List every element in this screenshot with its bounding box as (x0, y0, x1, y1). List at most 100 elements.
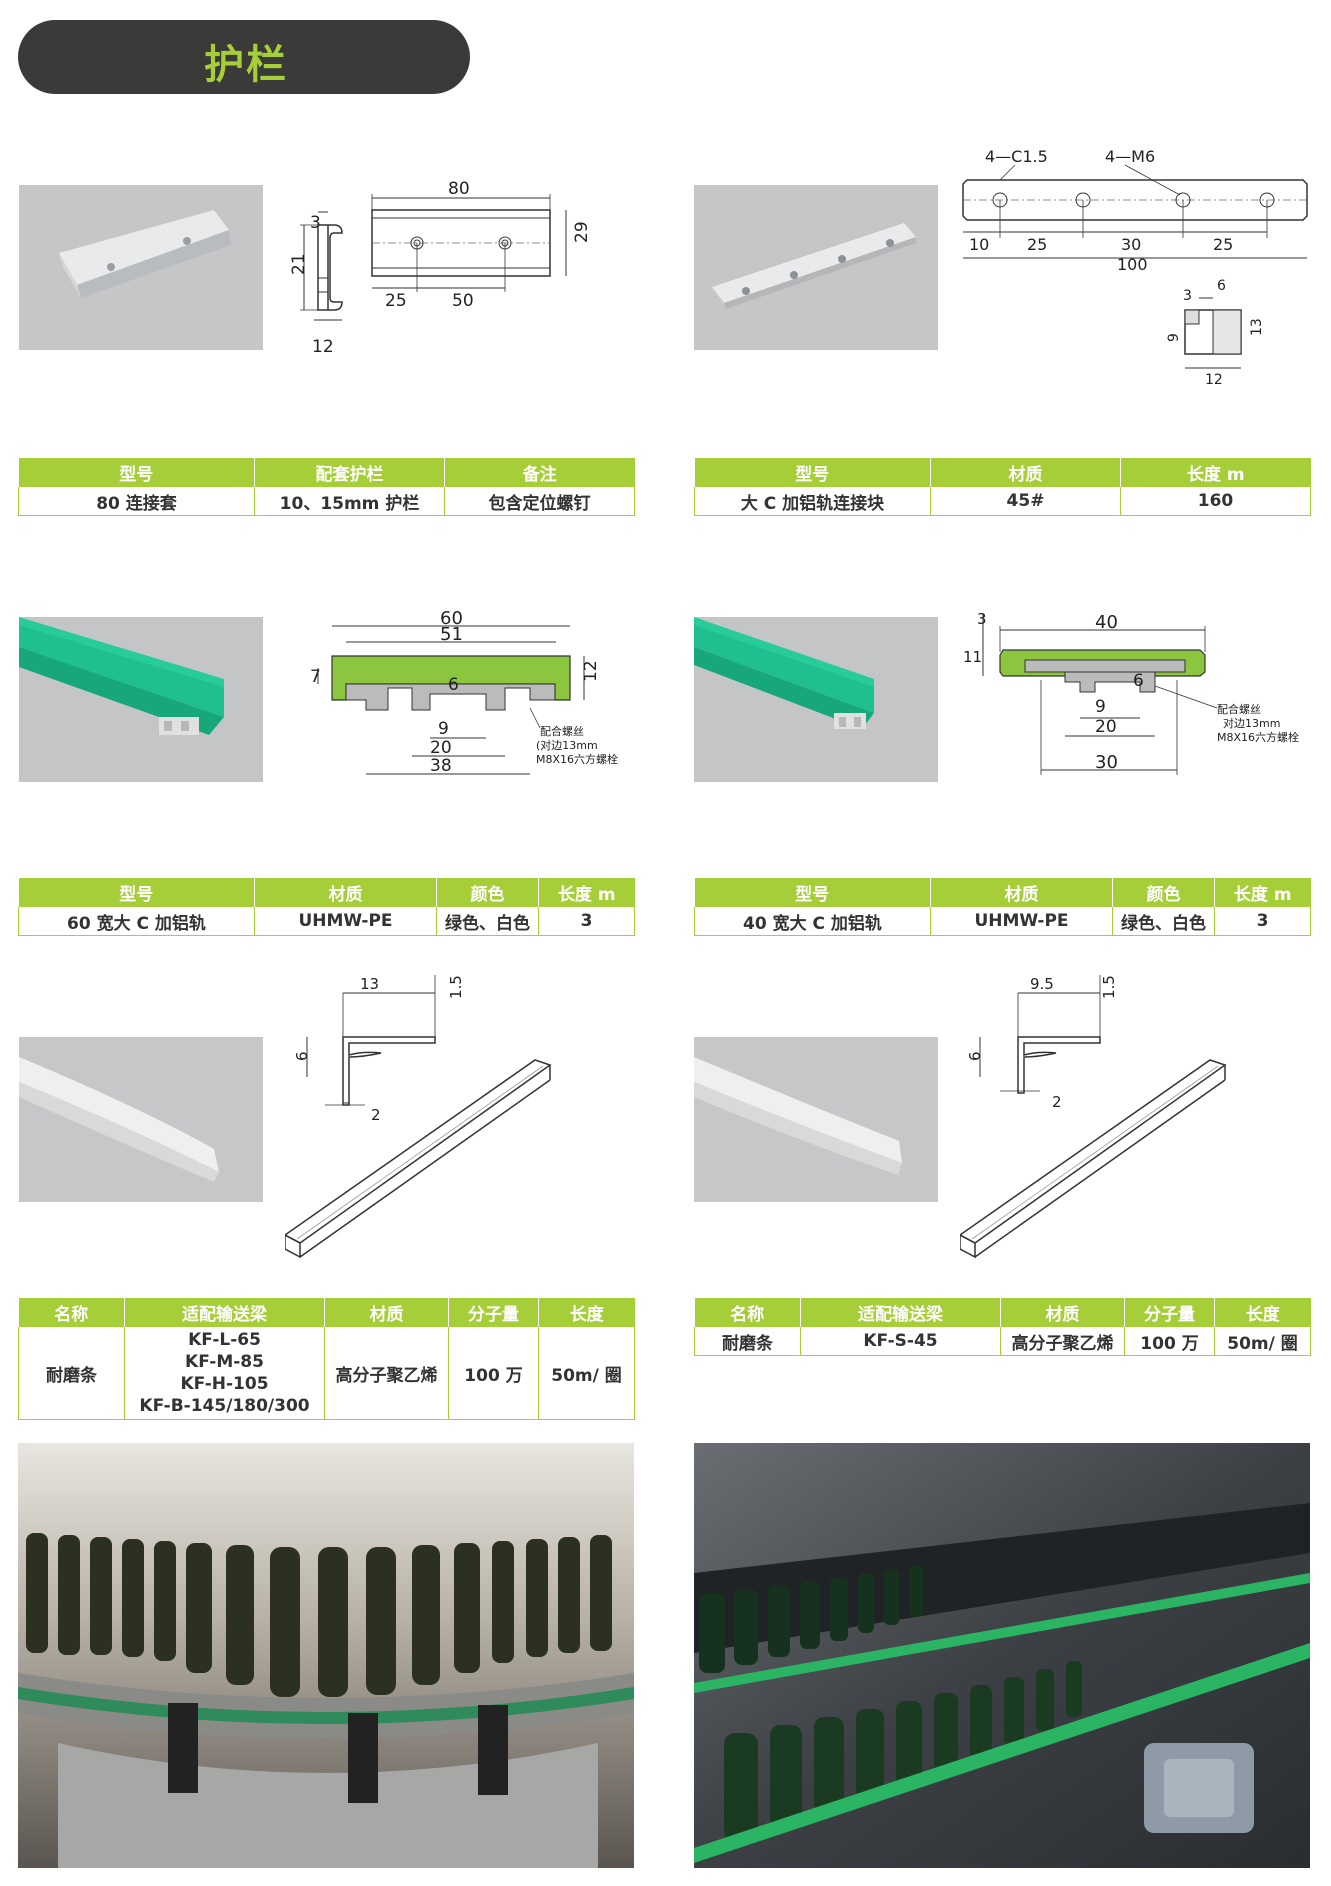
beam-item: KF-M-85 (185, 1352, 264, 1372)
dim-total: 100 (1117, 255, 1148, 274)
dim-side-w: 3 (310, 213, 321, 233)
dim-gap-9: 9 (438, 719, 449, 739)
dim-w95: 9.5 (1030, 975, 1054, 993)
dim-s2: 6 (1217, 278, 1226, 294)
dim-d3: 30 (1121, 235, 1141, 254)
th-model: 型号 (694, 878, 931, 907)
guide-rail-40-drawing: 40 3 11 6 9 20 30 配合螺丝 对边13mm M8X16六方螺栓 (955, 600, 1315, 800)
dim-w13: 13 (360, 975, 379, 993)
th-model: 型号 (18, 458, 255, 487)
dim-thread: 4—M6 (1105, 147, 1155, 166)
th-length: 长度 m (538, 878, 635, 907)
dim-b2: 2 (371, 1106, 381, 1124)
th-length: 长度 (538, 1298, 635, 1327)
dim-outer-40: 40 (1095, 612, 1118, 633)
table-row: 大 C 加铝轨连接块 45# 160 (694, 487, 1311, 516)
cell-material: UHMW-PE (930, 907, 1113, 936)
cell-material: 45# (930, 487, 1121, 516)
connector-sleeve-photo (19, 185, 263, 350)
cell-model: 80 连接套 (18, 487, 255, 516)
th-beam: 适配输送梁 (124, 1298, 325, 1327)
bolt-note-line3: M8X16六方螺栓 (1217, 730, 1299, 744)
cell-length: 160 (1120, 487, 1311, 516)
bolt-note-line3: M8X16六方螺栓 (536, 752, 618, 766)
wear-strip-s-photo (694, 1037, 938, 1202)
bolt-note-line1: 配合螺丝 (1217, 702, 1261, 716)
cell-material: UHMW-PE (254, 907, 437, 936)
cell-molecular-weight: 100 万 (1124, 1327, 1215, 1356)
dim-slot-6: 6 (1133, 671, 1144, 691)
bolt-note-line2: (对边13mm (536, 738, 598, 752)
dim-t15: 1.5 (447, 975, 465, 999)
cell-remarks: 包含定位螺钉 (444, 487, 635, 516)
dim-right-12: 12 (581, 660, 601, 682)
th-material: 材质 (1000, 1298, 1125, 1327)
th-name: 名称 (18, 1298, 125, 1327)
guide-rail-60-photo (19, 617, 263, 782)
table-row: 80 连接套 10、15mm 护栏 包含定位螺钉 (18, 487, 635, 516)
wear-strip-s-drawing: 9.5 1.5 6 2 (960, 965, 1315, 1265)
table-row: 耐磨条 KF-L-65 KF-M-85 KF-H-105 KF-B-145/18… (18, 1327, 635, 1420)
connector-sleeve-drawing: 3 21 12 80 29 25 50 (270, 180, 630, 360)
cell-length: 3 (538, 907, 635, 936)
cell-guardrail: 10、15mm 护栏 (254, 487, 445, 516)
cell-length: 3 (1214, 907, 1311, 936)
dim-s5: 12 (1205, 372, 1223, 388)
cell-color: 绿色、白色 (1112, 907, 1215, 936)
cell-model: 40 宽大 C 加铝轨 (694, 907, 931, 936)
dim-height-29: 29 (572, 221, 592, 243)
dim-gap-9: 9 (1095, 697, 1106, 717)
bolt-note-line2: 对边13mm (1223, 716, 1280, 730)
factory-photo-curve (18, 1443, 634, 1868)
dim-side-h: 21 (289, 253, 309, 275)
guide-rail-40-photo (694, 617, 938, 782)
dim-left-7: 7 (310, 667, 321, 687)
th-model: 型号 (18, 878, 255, 907)
section-header: 护栏 (18, 20, 470, 94)
dim-chamfer: 4—C1.5 (985, 147, 1048, 166)
dim-hole-50: 50 (452, 291, 474, 311)
spec-table-wear-strip: 名称 适配输送梁 材质 分子量 长度 耐磨条 KF-L-65 KF-M-85 K… (18, 1298, 635, 1420)
wear-strip-photo (19, 1037, 263, 1202)
dim-t15: 1.5 (1100, 975, 1118, 999)
cell-name: 耐磨条 (694, 1327, 801, 1356)
section-title: 护栏 (204, 42, 288, 88)
dim-hole-25: 25 (385, 291, 407, 311)
dim-outer-60: 60 (440, 608, 463, 629)
cell-model: 60 宽大 C 加铝轨 (18, 907, 255, 936)
dim-d1: 10 (969, 235, 989, 254)
spec-table-wear-strip-s: 名称 适配输送梁 材质 分子量 长度 耐磨条 KF-S-45 高分子聚乙烯 10… (694, 1298, 1311, 1356)
th-color: 颜色 (436, 878, 539, 907)
dim-h6: 6 (966, 1051, 984, 1061)
th-name: 名称 (694, 1298, 801, 1327)
cell-molecular-weight: 100 万 (448, 1327, 539, 1420)
dim-slot-6: 6 (448, 675, 459, 695)
bolt-note-line1: 配合螺丝 (540, 724, 584, 738)
guide-rail-60-drawing: 60 51 7 12 6 9 20 38 配合螺丝 (对边13mm M8X16六… (300, 608, 640, 788)
dim-w20: 20 (1095, 717, 1117, 737)
beam-item: KF-H-105 (180, 1374, 269, 1394)
th-molecular-weight: 分子量 (1124, 1298, 1215, 1327)
th-matching-guardrail: 配套护栏 (254, 458, 445, 487)
th-length: 长度 m (1214, 878, 1311, 907)
cell-length: 50m/ 圈 (1214, 1327, 1311, 1356)
cell-length: 50m/ 圈 (538, 1327, 635, 1420)
dim-h11: 11 (963, 648, 982, 666)
dim-top-80: 80 (448, 180, 470, 199)
th-material: 材质 (930, 878, 1113, 907)
dim-top3: 3 (977, 610, 987, 628)
dim-w20: 20 (430, 738, 452, 758)
connector-block-drawing: 4—C1.5 4—M6 10 25 30 25 100 3 6 9 13 12 (955, 140, 1315, 390)
dim-s1: 3 (1183, 288, 1192, 304)
th-length: 长度 m (1120, 458, 1311, 487)
cell-model: 大 C 加铝轨连接块 (694, 487, 931, 516)
cell-material: 高分子聚乙烯 (324, 1327, 449, 1420)
dim-w30: 30 (1095, 752, 1118, 773)
dim-inner-51: 51 (440, 624, 463, 645)
dim-w38: 38 (430, 756, 452, 776)
spec-table-guide-rail-60: 型号 材质 颜色 长度 m 60 宽大 C 加铝轨 UHMW-PE 绿色、白色 … (18, 878, 635, 936)
th-beam: 适配输送梁 (800, 1298, 1001, 1327)
dim-s3: 9 (1166, 333, 1182, 342)
dim-b2: 2 (1052, 1093, 1062, 1111)
beam-item: KF-B-145/180/300 (139, 1396, 310, 1416)
